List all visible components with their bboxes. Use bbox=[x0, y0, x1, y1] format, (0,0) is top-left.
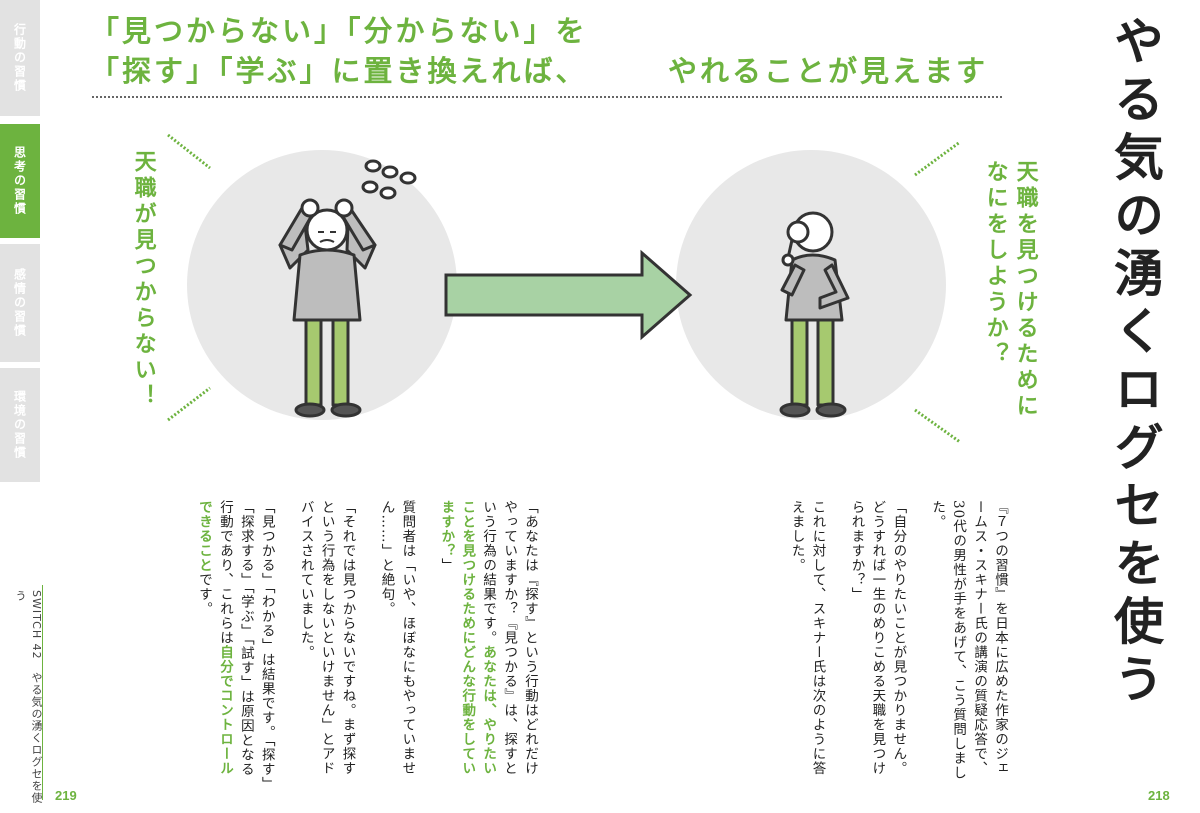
right-callout-line1: 天職を見つけるために bbox=[1012, 160, 1038, 420]
paragraph: 「それでは見つからないですね。まず探すという行為をしないといけません」とアドバイ… bbox=[297, 500, 356, 776]
paragraph: 質問者は「いや、ほぼなにもやっていません……」と絶句。 bbox=[378, 500, 416, 776]
illustration bbox=[167, 133, 961, 444]
tab-environment-habits[interactable]: 環境の習慣 bbox=[0, 368, 40, 486]
tab-thinking-habits[interactable]: 思考の習慣 bbox=[0, 124, 40, 242]
headline-line2a: 「探す」「学ぶ」に置き換えれば、 bbox=[90, 54, 588, 88]
left-page-body: 「あなたは『探す』という行動はどれだけやっていますか？『見つかる』は、探すという… bbox=[110, 500, 540, 785]
left-accent-lines bbox=[167, 133, 211, 422]
arrow-icon bbox=[444, 249, 693, 341]
emphasis-text: あなたは、やりたいことを見つけるためにどんな行動をしていますか？ bbox=[438, 500, 497, 776]
tab-label: 感情の習慣 bbox=[12, 268, 27, 338]
text-run: 「あなたは『探す』という行動はどれだけやっていますか？『見つかる』は、探すという… bbox=[480, 500, 538, 776]
paragraph: 『７つの習慣』を日本に広めた作家のジェームス・スキナー氏の講演の質疑応答で、30… bbox=[929, 500, 1008, 781]
text-run: 」 bbox=[438, 558, 455, 573]
text-run: 「見つかる」「わかる」は結果です。「探す」「探求する」「学ぶ」「試す」は原因とな… bbox=[216, 500, 275, 785]
right-callout-line2: なにをしようか？ bbox=[982, 160, 1008, 368]
paragraph: これに対して、スキナー氏は次のように答えました。 bbox=[788, 500, 826, 776]
confusion-bubbles-icon bbox=[361, 159, 417, 200]
page-number-right: 218 bbox=[1148, 788, 1170, 803]
paragraph: 「自分のやりたいことが見つかりません。どうすれば一生のめりこめる天職を見つけられ… bbox=[848, 500, 907, 776]
emphasis-text: 自分でコントロールできること bbox=[196, 500, 233, 776]
confused-person-icon bbox=[278, 198, 377, 418]
face-lines bbox=[318, 231, 336, 243]
right-accent-lines bbox=[914, 140, 961, 444]
paragraph: 「見つかる」「わかる」は結果です。「探す」「探求する」「学ぶ」「試す」は原因とな… bbox=[193, 500, 277, 785]
left-callout: 天職が見つからない！ bbox=[130, 150, 156, 410]
text-run: です。 bbox=[196, 572, 213, 617]
tab-label: 行動の習慣 bbox=[12, 23, 27, 93]
paragraph: 「あなたは『探す』という行動はどれだけやっていますか？『見つかる』は、探すという… bbox=[435, 500, 540, 785]
page-title: やる気の湧くログセを使う bbox=[1106, 15, 1164, 711]
tab-action-habits[interactable]: 行動の習慣 bbox=[0, 0, 40, 120]
page-number-left: 219 bbox=[55, 788, 77, 803]
tab-emotion-habits[interactable]: 感情の習慣 bbox=[0, 244, 40, 366]
headline-divider bbox=[92, 96, 1002, 98]
headline-line1: 「見つからない」「分からない」を bbox=[90, 14, 588, 48]
tab-label: 環境の習慣 bbox=[12, 390, 27, 460]
headline-line2b: やれることが見えます bbox=[668, 54, 989, 88]
searching-person-icon bbox=[779, 211, 850, 418]
switch-label: SWITCH 42 やる気の湧くログセを使う bbox=[14, 590, 43, 804]
switch-rule bbox=[42, 585, 43, 800]
tab-label: 思考の習慣 bbox=[12, 146, 27, 216]
right-page-body: 『７つの習慣』を日本に広めた作家のジェームス・スキナー氏の講演の質疑応答で、30… bbox=[720, 500, 1010, 785]
